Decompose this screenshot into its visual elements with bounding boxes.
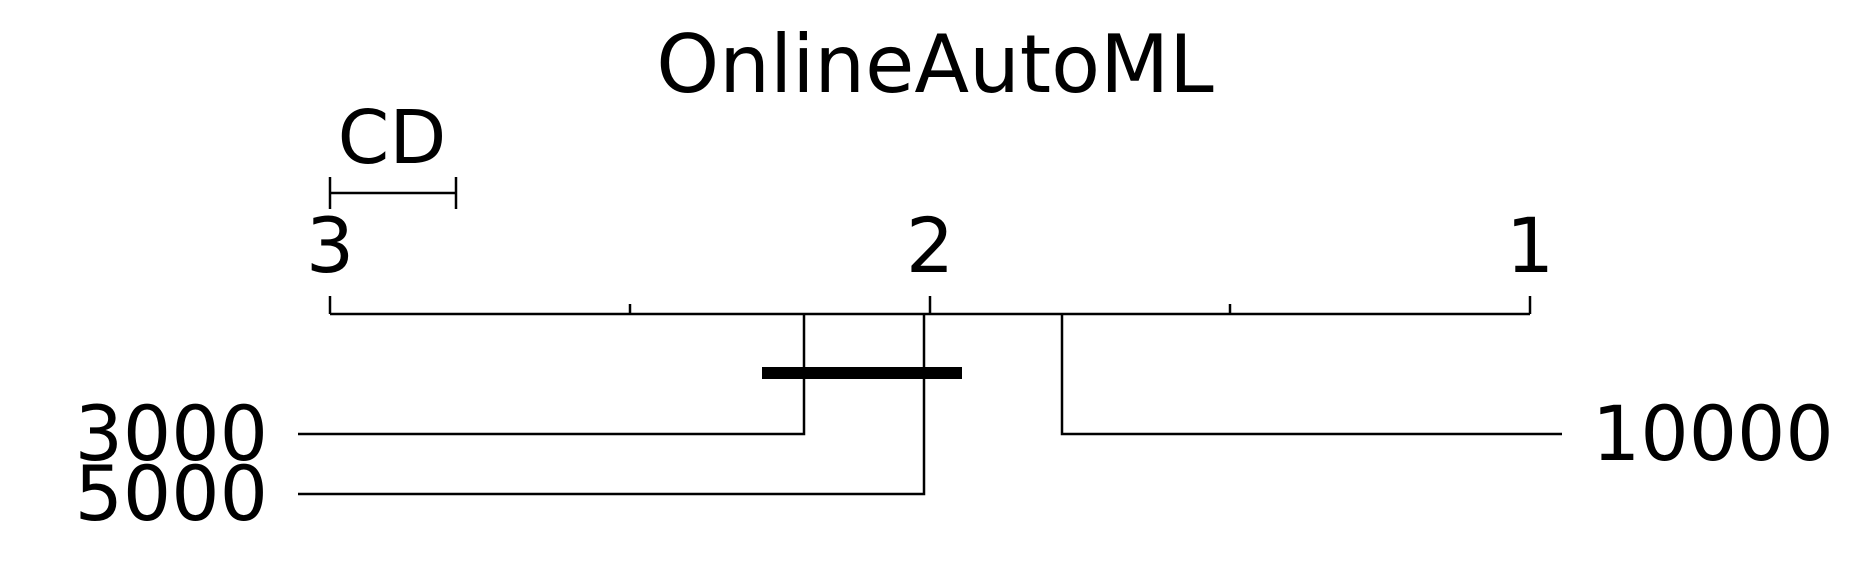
method-label: 10000 <box>1592 389 1834 478</box>
method-label: 5000 <box>75 449 268 538</box>
method-connector <box>298 314 926 496</box>
tick-label: 2 <box>906 201 954 290</box>
method-connector <box>298 314 806 436</box>
cd-bar <box>328 177 458 209</box>
method-label: 3000 <box>75 389 268 478</box>
rank-axis: 3 2 1 <box>306 201 1554 316</box>
cd-label: CD <box>338 95 447 181</box>
tick-label: 3 <box>306 201 354 290</box>
tick-label: 1 <box>1506 201 1554 290</box>
method-connector <box>1060 314 1562 436</box>
chart-title: OnlineAutoML <box>656 18 1214 111</box>
